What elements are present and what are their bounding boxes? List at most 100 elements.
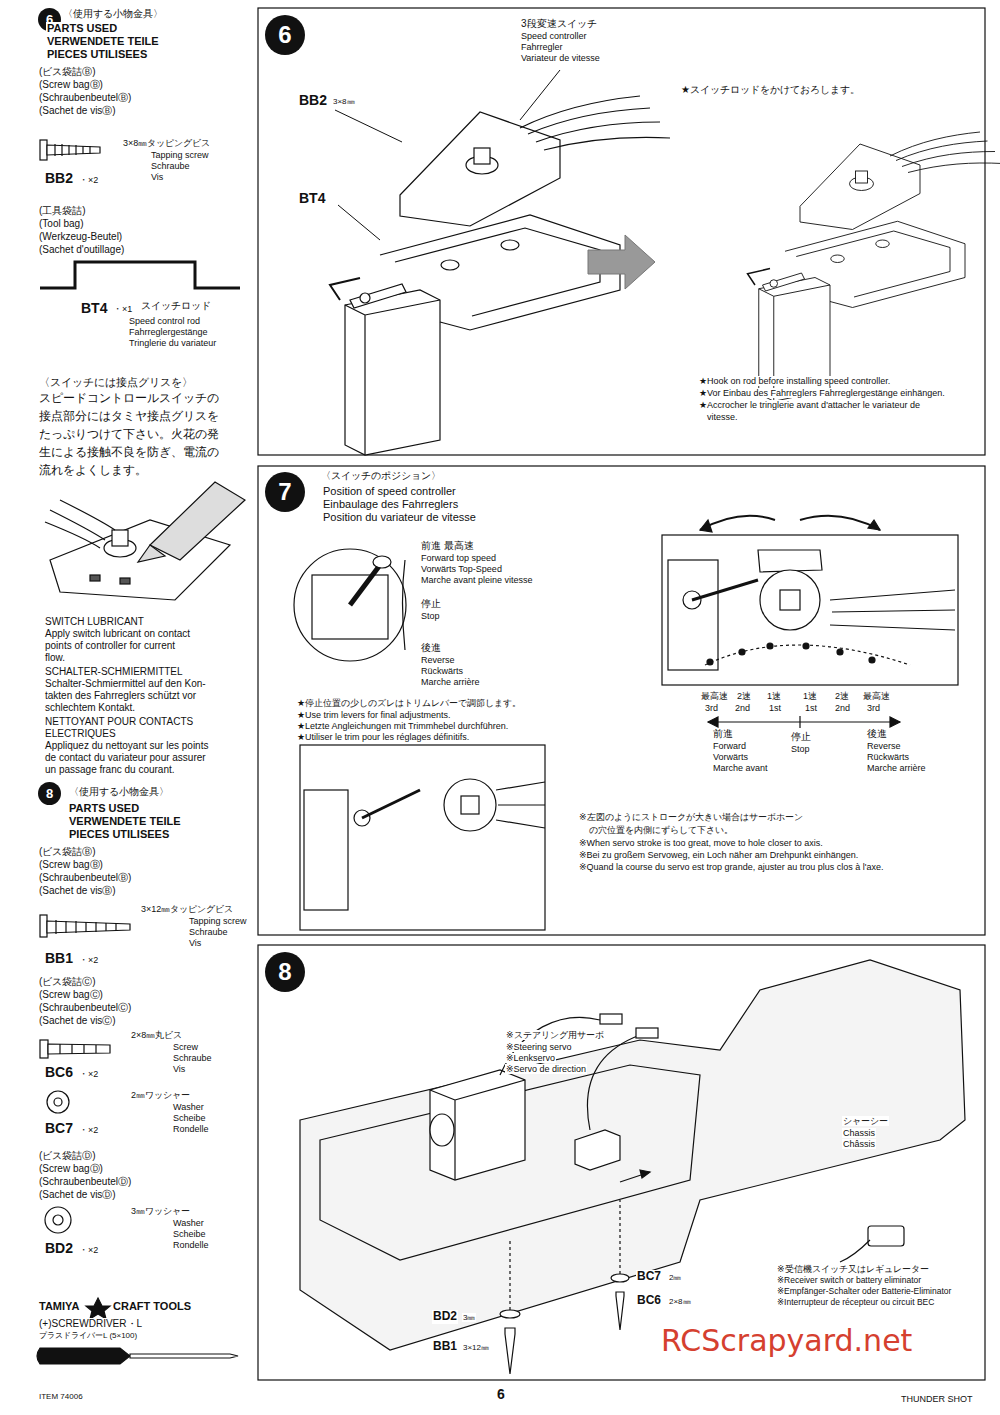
step-number: 7 bbox=[265, 472, 305, 512]
label-text: 1速 bbox=[766, 691, 782, 701]
label-text: BC6 bbox=[636, 1294, 662, 1308]
label-text: ※Empfänger-Schalter oder Batterie-Elimin… bbox=[776, 1287, 952, 1297]
label-text: Reverse bbox=[866, 741, 902, 751]
line-art bbox=[304, 790, 348, 910]
line-art bbox=[53, 1215, 63, 1225]
label-text: 2㎜ bbox=[668, 1273, 682, 1282]
label-text: 停止 bbox=[790, 731, 812, 743]
line-art bbox=[362, 790, 420, 818]
line-art bbox=[47, 1091, 69, 1113]
label-text: 3rd bbox=[704, 703, 719, 713]
label-text: (SchraubenbeutelⒸ) bbox=[38, 1002, 132, 1014]
label-text: Vorwärts bbox=[712, 752, 749, 762]
label-text: ・×2 bbox=[78, 1125, 99, 1135]
line-art bbox=[138, 545, 165, 562]
line-art bbox=[373, 556, 391, 568]
line-art bbox=[760, 570, 820, 630]
label-text: Schraube bbox=[188, 927, 229, 937]
line-art bbox=[496, 782, 545, 828]
label-text: Scheibe bbox=[172, 1113, 207, 1123]
line-art bbox=[767, 643, 773, 649]
label-text: Stop bbox=[420, 611, 441, 621]
label-text: Chassis bbox=[842, 1128, 876, 1138]
label-text: BD2 bbox=[44, 1240, 74, 1256]
label-text: Washer bbox=[172, 1218, 205, 1228]
label-text: ★スイッチロッドをかけておろします。 bbox=[680, 84, 861, 96]
label-text: Forward top speed bbox=[420, 553, 497, 563]
label-text: Marche arrière bbox=[420, 677, 481, 687]
line-art bbox=[611, 1274, 629, 1282]
label-text: Vorwärts Top-Speed bbox=[420, 564, 503, 574]
label-text: (Screw bagⒷ) bbox=[38, 79, 104, 91]
line-art bbox=[112, 530, 128, 546]
line-art bbox=[780, 590, 800, 610]
label-text: Vis bbox=[150, 172, 164, 182]
label-text: 前進 最高速 bbox=[420, 540, 475, 552]
label-text: (Tool bag) bbox=[38, 218, 84, 230]
label-text: 2×8㎜丸ビス bbox=[130, 1030, 183, 1040]
line-art bbox=[47, 921, 130, 933]
line-art bbox=[320, 1065, 700, 1260]
label-text: BT4 bbox=[80, 300, 108, 316]
label-text: Stop bbox=[790, 744, 811, 754]
label-text: ★Use trim levers for final adjustments. bbox=[296, 710, 452, 720]
line-art bbox=[56, 920, 116, 934]
line-art bbox=[837, 649, 843, 655]
label-text: schlechtem Kontakt. bbox=[44, 702, 136, 714]
line-art bbox=[130, 1354, 238, 1358]
label-text: スイッチロッド bbox=[140, 300, 212, 312]
label-text: 1速 bbox=[802, 691, 818, 701]
line-art bbox=[520, 70, 560, 120]
label-text: ※左図のようにストロークが大きい場合はサーボホーン bbox=[578, 812, 804, 822]
line-art bbox=[40, 915, 47, 937]
line-art bbox=[748, 132, 1000, 401]
label-text: Reverse bbox=[420, 655, 456, 665]
line-art bbox=[700, 516, 880, 530]
label-text: PARTS USED bbox=[46, 22, 118, 35]
label-text: ★Accrocher le tringlerie avant d'attache… bbox=[698, 400, 921, 410]
label-text: 2速 bbox=[834, 691, 850, 701]
label-text: BB1 bbox=[44, 950, 74, 966]
label-text: flow. bbox=[44, 652, 66, 664]
line-art bbox=[55, 144, 90, 156]
label-text: Marche arrière bbox=[866, 763, 927, 773]
label-text: SCHALTER-SCHMIERMITTEL bbox=[44, 666, 184, 678]
label-text: 2nd bbox=[834, 703, 851, 713]
label-text: CRAFT TOOLS bbox=[112, 1300, 192, 1313]
label-text: (Sachet de visⒷ) bbox=[38, 105, 117, 117]
line-art bbox=[120, 578, 130, 584]
label-text: 最高速 bbox=[700, 691, 729, 701]
line-art bbox=[708, 721, 900, 722]
label-text: Schalter-Schmiermittel auf den Kon- bbox=[44, 678, 207, 690]
line-art bbox=[662, 535, 958, 685]
line-art bbox=[403, 560, 406, 650]
line-art bbox=[150, 482, 245, 560]
label-text: 6 bbox=[496, 1386, 506, 1402]
label-text: (Sachet de visⒷ) bbox=[38, 885, 117, 897]
label-text: ※Interrupteur de récepteur ou circuit BE… bbox=[776, 1298, 935, 1308]
label-text: 生による接触不良を防ぎ、電流の bbox=[38, 446, 220, 460]
label-text: Appliquez du nettoyant sur les points bbox=[44, 740, 209, 752]
watermark: RCScrapyard.net bbox=[660, 1324, 913, 1359]
label-text: 1st bbox=[768, 703, 782, 713]
label-text: Marche avant bbox=[712, 763, 769, 773]
label-text: ※Lenkservo bbox=[505, 1053, 556, 1063]
label-text: 接点部分にはタミヤ接点グリスを bbox=[38, 410, 220, 424]
label-text: (SchraubenbeutelⒷ) bbox=[38, 92, 132, 104]
label-text: ・×1 bbox=[112, 304, 133, 314]
label-text: VERWENDETE TEILE bbox=[46, 35, 160, 48]
line-art bbox=[461, 796, 479, 814]
left-parts bbox=[37, 140, 245, 1364]
label-text: ・×2 bbox=[78, 175, 99, 185]
callout-number: 7 bbox=[278, 478, 291, 506]
label-text: Marche avant pleine vitesse bbox=[420, 575, 534, 585]
line-art bbox=[758, 550, 822, 572]
step-number: 6 bbox=[265, 15, 305, 55]
label-text: (ビス袋詰Ⓒ) bbox=[38, 976, 97, 988]
label-text: 〈使用する小物金具〉 bbox=[62, 8, 164, 20]
label-text: PIECES UTILISEES bbox=[46, 48, 148, 61]
line-art bbox=[40, 140, 47, 160]
label-text: プラスドライバーL (5×100) bbox=[38, 1331, 138, 1340]
label-text: Schraube bbox=[150, 161, 191, 171]
label-text: スピードコントロールスイッチの bbox=[38, 392, 220, 406]
